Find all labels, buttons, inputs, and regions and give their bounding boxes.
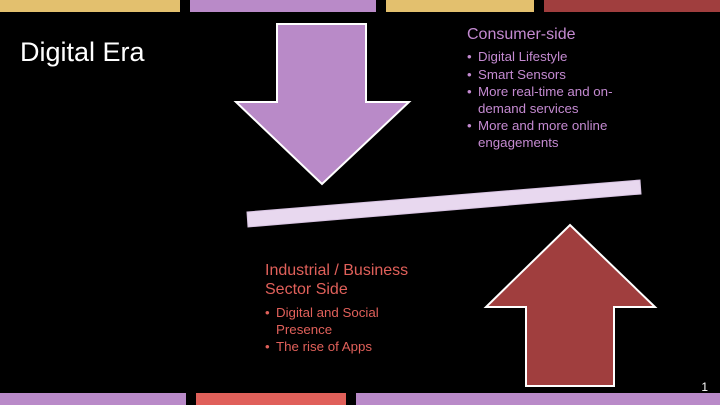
- list-item: Digital and Social Presence: [265, 305, 416, 338]
- page-number: 1: [701, 380, 708, 394]
- list-item: More and more online engagements: [467, 118, 618, 151]
- bottom-bar-1: [0, 393, 186, 405]
- consumer-side-heading: Consumer-side: [467, 26, 576, 43]
- top-bar-1: [0, 0, 180, 12]
- balance-bar: [246, 179, 642, 228]
- list-item: More real-time and on-demand services: [467, 84, 618, 117]
- top-bar-3: [386, 0, 534, 12]
- consumer-side-list: Digital Lifestyle Smart Sensors More rea…: [467, 49, 707, 151]
- list-item: The rise of Apps: [265, 339, 416, 356]
- list-item: Smart Sensors: [467, 67, 618, 84]
- top-bar-4: [544, 0, 720, 12]
- industrial-side-block: Industrial / Business Sector Side Digita…: [265, 262, 435, 357]
- top-bar-2: [190, 0, 376, 12]
- arrow-down-icon: [233, 23, 412, 186]
- bottom-bar-3: [356, 393, 720, 405]
- consumer-side-block: Consumer-side Digital Lifestyle Smart Se…: [467, 25, 707, 152]
- industrial-side-list: Digital and Social Presence The rise of …: [265, 305, 435, 356]
- arrow-up-icon: [483, 223, 658, 387]
- list-item: Digital Lifestyle: [467, 49, 618, 66]
- page-title: Digital Era: [20, 37, 145, 67]
- bottom-bar-2: [196, 393, 346, 405]
- industrial-side-heading: Industrial / Business Sector Side: [265, 262, 409, 298]
